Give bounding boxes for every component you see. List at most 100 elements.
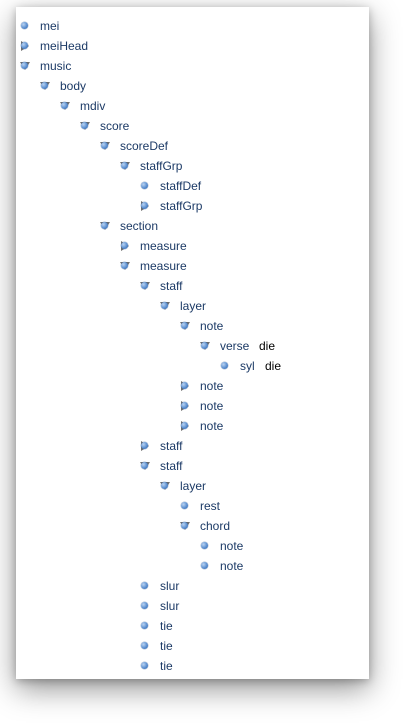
tree-node-text-value: die	[265, 359, 282, 373]
node-bullet-icon	[21, 42, 28, 49]
tree-node-label: slur	[160, 579, 180, 593]
node-bullet-icon	[141, 442, 148, 449]
tree-node-slur[interactable]: slur	[16, 596, 369, 616]
tree-node-tie[interactable]: tie	[16, 656, 369, 676]
tree-node-label: tie	[160, 619, 173, 633]
tree-node-tie[interactable]: tie	[16, 616, 369, 636]
tree-node-label: staff	[160, 439, 183, 453]
tree-node-staffGrp[interactable]: staffGrp	[16, 196, 369, 216]
tree-node-rest[interactable]: rest	[16, 496, 369, 516]
node-bullet-icon	[141, 662, 148, 669]
node-bullet-icon	[181, 502, 188, 509]
tree-node-label: note	[200, 419, 224, 433]
tree-node-label: layer	[180, 299, 207, 313]
tree-node-label: staff	[160, 279, 183, 293]
tree-node-staff[interactable]: staff	[16, 276, 369, 296]
tree-node-label: staffDef	[160, 179, 202, 193]
node-bullet-icon	[61, 102, 68, 109]
tree-node-label: note	[220, 559, 244, 573]
tree-node-label: mdiv	[80, 99, 106, 113]
tree-node-label: note	[200, 379, 224, 393]
node-bullet-icon	[141, 642, 148, 649]
tree-node-body[interactable]: body	[16, 76, 369, 96]
node-bullet-icon	[141, 282, 148, 289]
tree-node-chord[interactable]: chord	[16, 516, 369, 536]
tree-node-staffGrp[interactable]: staffGrp	[16, 156, 369, 176]
node-bullet-icon	[161, 302, 168, 309]
node-bullet-icon	[101, 142, 108, 149]
tree-node-staff[interactable]: staff	[16, 436, 369, 456]
node-bullet-icon	[181, 402, 188, 409]
node-bullet-icon	[201, 542, 208, 549]
node-bullet-icon	[141, 182, 148, 189]
tree-node-label: mei	[40, 19, 60, 33]
tree-node-label: tie	[160, 639, 173, 653]
node-bullet-icon	[161, 482, 168, 489]
tree-node-slur[interactable]: slur	[16, 576, 369, 596]
tree-node-tie[interactable]: tie	[16, 636, 369, 656]
node-bullet-icon	[81, 122, 88, 129]
node-bullet-icon	[201, 562, 208, 569]
tree-node-scoreDef[interactable]: scoreDef	[16, 136, 369, 156]
tree-node-label: measure	[140, 259, 187, 273]
node-bullet-icon	[21, 22, 28, 29]
node-bullet-icon	[101, 222, 108, 229]
tree-node-layer[interactable]: layer	[16, 476, 369, 496]
tree-node-label: body	[60, 79, 87, 93]
tree-node-measure[interactable]: measure	[16, 256, 369, 276]
tree-node-measure[interactable]: measure	[16, 236, 369, 256]
tree-node-label: note	[200, 319, 224, 333]
tree-node-label: slur	[160, 599, 180, 613]
tree-node-staff[interactable]: staff	[16, 456, 369, 476]
node-bullet-icon	[141, 622, 148, 629]
node-bullet-icon	[181, 422, 188, 429]
tree-node-mdiv[interactable]: mdiv	[16, 96, 369, 116]
tree-node-verse[interactable]: verse die	[16, 336, 369, 356]
tree-node-label: syl	[240, 359, 255, 373]
tree-node-label: measure	[140, 239, 187, 253]
node-bullet-icon	[141, 602, 148, 609]
tree-node-label: chord	[200, 519, 231, 533]
tree-node-note[interactable]: note	[16, 556, 369, 576]
tree-node-mei[interactable]: mei	[16, 16, 369, 36]
tree-node-text-value: die	[259, 339, 276, 353]
tree-node-note[interactable]: note	[16, 396, 369, 416]
node-bullet-icon	[121, 242, 128, 249]
tree-node-note[interactable]: note	[16, 316, 369, 336]
tree-node-label: meiHead	[40, 39, 89, 53]
node-bullet-icon	[121, 162, 128, 169]
tree-node-label: layer	[180, 479, 207, 493]
tree-node-label: staffGrp	[160, 199, 203, 213]
node-bullet-icon	[181, 522, 188, 529]
tree-node-music[interactable]: music	[16, 56, 369, 76]
tree-node-layer[interactable]: layer	[16, 296, 369, 316]
tree-node-label: verse	[220, 339, 250, 353]
tree-node-label: tie	[160, 659, 173, 673]
node-bullet-icon	[181, 382, 188, 389]
tree-node-score[interactable]: score	[16, 116, 369, 136]
tree-node-note[interactable]: note	[16, 416, 369, 436]
tree-node-label: section	[120, 219, 159, 233]
tree-node-label: staffGrp	[140, 159, 183, 173]
tree-node-note[interactable]: note	[16, 536, 369, 556]
node-bullet-icon	[221, 362, 228, 369]
node-bullet-icon	[41, 82, 48, 89]
node-bullet-icon	[201, 342, 208, 349]
node-bullet-icon	[141, 582, 148, 589]
tree-node-section[interactable]: section	[16, 216, 369, 236]
tree-node-label: music	[40, 59, 72, 73]
node-bullet-icon	[121, 262, 128, 269]
node-bullet-icon	[21, 62, 28, 69]
tree-node-note[interactable]: note	[16, 376, 369, 396]
tree-node-label: staff	[160, 459, 183, 473]
tree-node-label: score	[100, 119, 130, 133]
node-bullet-icon	[141, 202, 148, 209]
tree-node-label: scoreDef	[120, 139, 169, 153]
tree-node-label: note	[200, 399, 224, 413]
node-bullet-icon	[181, 322, 188, 329]
tree-node-staffDef[interactable]: staffDef	[16, 176, 369, 196]
tree-node-meiHead[interactable]: meiHead	[16, 36, 369, 56]
node-bullet-icon	[141, 462, 148, 469]
tree-node-label: note	[220, 539, 244, 553]
